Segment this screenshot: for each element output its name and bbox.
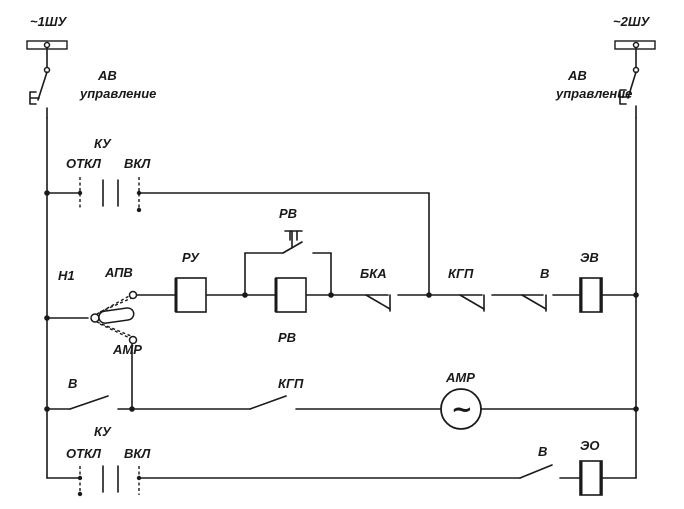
contact-bka: [365, 294, 391, 312]
coil-eo: [579, 460, 637, 496]
ku-top-label: КУ: [94, 136, 112, 151]
av-left-label: АВ: [97, 68, 117, 83]
kgp-top-label: КГП: [448, 266, 474, 281]
ru-label: РУ: [182, 250, 200, 265]
rv-top-label: РВ: [279, 206, 297, 221]
bka-label: БКА: [360, 266, 387, 281]
junction-right-row2: [633, 292, 639, 298]
apv-label: АПВ: [104, 265, 133, 280]
av-right-sub-label: управление: [555, 86, 632, 101]
contact-v-bottom: [519, 464, 581, 479]
junction-right-row3: [633, 406, 639, 412]
bus-left: [26, 40, 68, 74]
amr-switch-label: АМР: [112, 342, 142, 357]
rv-bottom-label: РВ: [278, 330, 296, 345]
contact-v-top: [521, 294, 547, 312]
switch-ku-bottom: [46, 465, 521, 497]
breaker-av-left: [29, 71, 48, 119]
v-mid-label: В: [68, 376, 77, 391]
junction-left-row1: [44, 190, 50, 196]
otkl-top-label: ОТКЛ: [66, 156, 102, 171]
v-bottom-label: В: [538, 444, 547, 459]
bus-left-label: ~1ШУ: [30, 14, 68, 29]
bus-right: [614, 40, 656, 74]
kgp-mid-label: КГП: [278, 376, 304, 391]
contact-kgp-top: [459, 294, 485, 312]
switch-ku-top: [46, 177, 430, 296]
relay-rv: [244, 230, 332, 313]
coil-ru: [174, 277, 207, 313]
meter-amr-symbol: ~: [451, 395, 473, 425]
contact-kgp-mid: [131, 395, 441, 410]
v-top-label: В: [540, 266, 549, 281]
ev-label: ЭВ: [580, 250, 599, 265]
meter-amr: [440, 388, 637, 430]
breaker-av-right: [619, 71, 637, 119]
h1-label: Н1: [58, 268, 75, 283]
av-right-label: АВ: [567, 68, 587, 83]
bus-right-label: ~2ШУ: [613, 14, 651, 29]
vkl-bottom-label: ВКЛ: [124, 446, 151, 461]
junction-bka-kgp: [426, 292, 432, 298]
av-left-sub-label: управление: [79, 86, 156, 101]
vkl-top-label: ВКЛ: [124, 156, 151, 171]
selector-h1: [46, 290, 138, 345]
contact-v-mid: [46, 395, 133, 410]
ku-bottom-label: КУ: [94, 424, 112, 439]
amr-meter-label: АМР: [445, 370, 475, 385]
otkl-bottom-label: ОТКЛ: [66, 446, 102, 461]
eo-label: ЭО: [580, 438, 599, 453]
coil-ev: [579, 277, 603, 313]
